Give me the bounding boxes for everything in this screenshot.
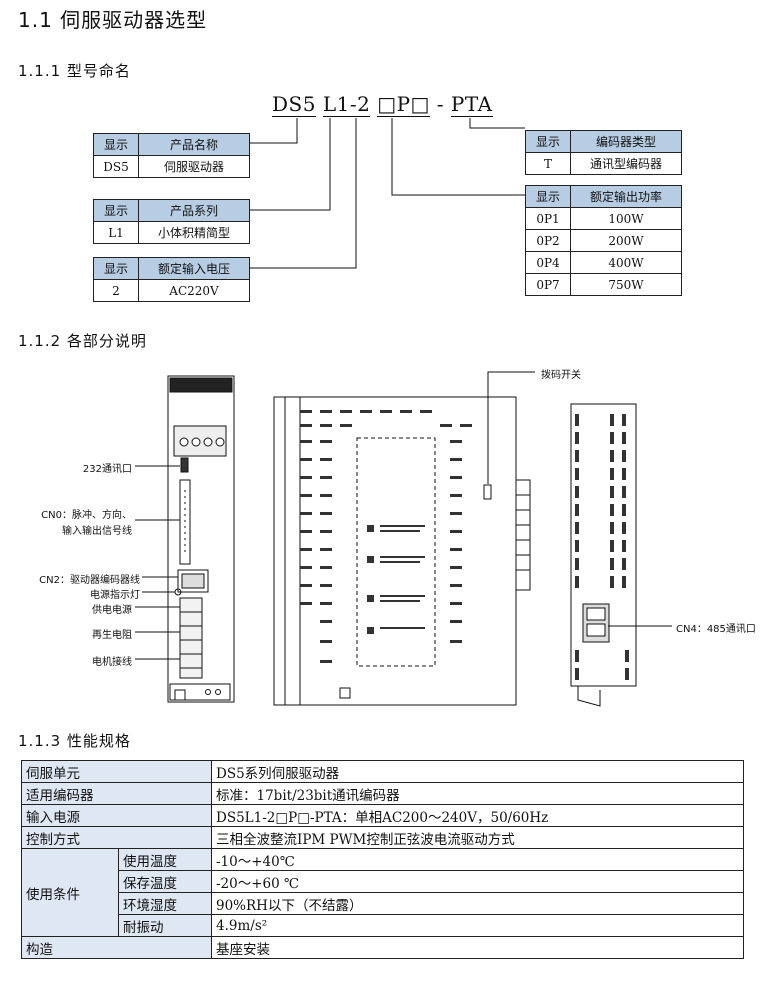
label-power-supply: 供电电源 xyxy=(92,605,132,616)
label-cn4: CN4：485通讯口 xyxy=(676,624,756,635)
section-title: 1.1 伺服驱动器选型 xyxy=(18,8,208,32)
table-cell: 通讯型编码器 xyxy=(570,152,682,175)
table-cell: 400W xyxy=(570,251,682,274)
spec-subkey: 保存温度 xyxy=(118,870,212,893)
spec-key: 适用编码器 xyxy=(21,782,212,805)
label-power-led: 电源指示灯 xyxy=(90,590,140,601)
label-rs232: 232通讯口 xyxy=(82,464,132,475)
label-cn2: CN2：驱动器编码器线 xyxy=(39,575,140,586)
rear-vent-slots xyxy=(575,414,629,680)
table-cell: 0P2 xyxy=(525,229,571,252)
table-header: 显示 xyxy=(93,257,139,280)
spec-key: 控制方式 xyxy=(21,826,212,849)
model-code-ds5: DS5 xyxy=(272,92,316,117)
label-regen-resistor: 再生电阻 xyxy=(92,630,132,641)
table-header: 显示 xyxy=(525,130,571,153)
drive-side-view xyxy=(273,396,531,706)
table-row: 输入电源 DS5L1-2□P□-PTA：单相AC200～240V，50/60Hz xyxy=(21,804,744,827)
spec-table: 伺服单元 DS5系列伺服驱动器 适用编码器 标准：17bit/23bit通讯编码… xyxy=(21,760,744,959)
spec-subkey: 环境湿度 xyxy=(118,892,212,915)
spec-value: 4.9m/s² xyxy=(211,914,744,937)
table-row: 耐振动 4.9m/s² xyxy=(22,914,744,937)
spec-value: 基座安装 xyxy=(211,936,744,959)
table-cell: AC220V xyxy=(138,279,250,302)
table-cell: 750W xyxy=(570,273,682,296)
spec-value: 三相全波整流IPM PWM控制正弦波电流驱动方式 xyxy=(211,826,744,849)
spec-key: 输入电源 xyxy=(21,804,212,827)
table-row: 使用条件 使用温度 -10～+40℃ xyxy=(21,848,744,937)
table-row: 适用编码器 标准：17bit/23bit通讯编码器 xyxy=(21,782,744,805)
table-header: 额定输入电压 xyxy=(138,257,250,280)
table-header: 显示 xyxy=(93,133,139,156)
spec-value: 标准：17bit/23bit通讯编码器 xyxy=(211,782,744,805)
table-header: 显示 xyxy=(525,185,571,208)
model-code-voltage: -2 xyxy=(349,92,371,117)
table-row: 控制方式 三相全波整流IPM PWM控制正弦波电流驱动方式 xyxy=(21,826,744,849)
spec-value: DS5L1-2□P□-PTA：单相AC200～240V，50/60Hz xyxy=(211,804,744,827)
table-cell: 200W xyxy=(570,229,682,252)
model-code-pta: PTA xyxy=(450,92,493,117)
spec-key: 构造 xyxy=(21,936,212,959)
table-cell: 伺服驱动器 xyxy=(138,155,250,178)
label-dip-switch: 拨码开关 xyxy=(541,370,581,381)
spec-key: 伺服单元 xyxy=(21,760,212,783)
table-cell: 0P7 xyxy=(525,273,571,296)
spec-subkey: 耐振动 xyxy=(118,914,212,937)
table-header: 显示 xyxy=(93,199,139,222)
model-code-dash: - xyxy=(429,92,451,116)
label-cn0-line1: CN0：脉冲、方向、 xyxy=(41,510,132,521)
subsection-title-naming: 1.1.1 型号命名 xyxy=(18,62,131,80)
table-header: 产品名称 xyxy=(138,133,250,156)
naming-connector-lines xyxy=(249,118,525,269)
spec-subkey: 使用温度 xyxy=(118,848,212,871)
table-row: 伺服单元 DS5系列伺服驱动器 xyxy=(21,760,744,783)
table-cell: 小体积精简型 xyxy=(138,221,250,244)
model-code-power-encoder: □P□ xyxy=(377,92,430,117)
table-row: 构造 基座安装 xyxy=(21,936,744,959)
subsection-title-parts: 1.1.2 各部分说明 xyxy=(18,332,147,350)
spec-value: -20～+60 ℃ xyxy=(211,870,744,893)
table-row: 保存温度 -20～+60 ℃ xyxy=(22,870,744,893)
model-code-l1: L1 xyxy=(322,92,350,117)
model-code: DS5 L1-2 □P□ - PTA xyxy=(272,92,493,117)
spec-key-conditions: 使用条件 xyxy=(21,848,119,937)
subsection-title-spec: 1.1.3 性能规格 xyxy=(18,732,131,750)
drive-front-view xyxy=(167,375,235,703)
spec-value: 90%RH以下（不结露） xyxy=(211,892,744,915)
side-vent-slots xyxy=(300,410,472,663)
label-cn0-line2: 输入输出信号线 xyxy=(62,526,132,537)
table-header: 编码器类型 xyxy=(570,130,682,153)
drive-diagram xyxy=(135,371,672,707)
label-motor-wiring: 电机接线 xyxy=(92,657,132,668)
table-cell: 100W xyxy=(570,207,682,230)
table-cell: DS5 xyxy=(93,155,139,178)
spec-value: -10～+40℃ xyxy=(211,848,744,871)
table-cell: 0P1 xyxy=(525,207,571,230)
spec-value: DS5系列伺服驱动器 xyxy=(211,760,744,783)
table-cell: 2 xyxy=(93,279,139,302)
table-row: 环境湿度 90%RH以下（不结露） xyxy=(22,892,744,915)
